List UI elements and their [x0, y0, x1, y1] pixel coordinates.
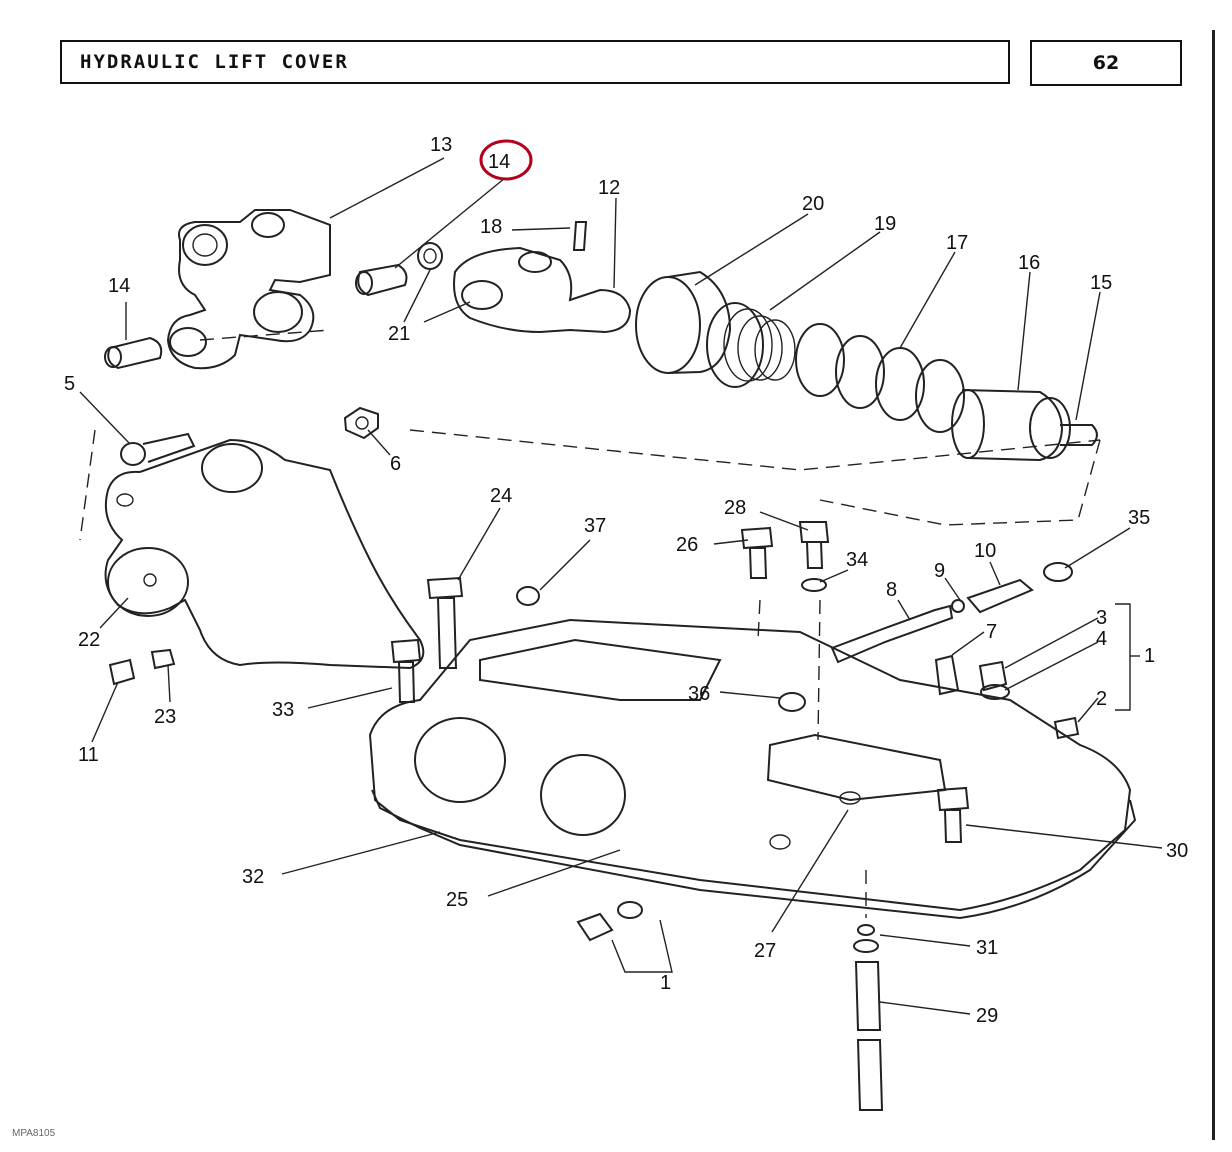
callout-12: 12	[598, 177, 620, 199]
callout-labels: 13 14 12 20 18 19 17 16 15 14 21 5 6 24 …	[64, 134, 1188, 1027]
bolt-part-30	[936, 786, 970, 843]
washer-part-31	[853, 924, 879, 953]
callout-25: 25	[446, 889, 468, 911]
end-cap-part-15	[1029, 397, 1098, 459]
bushing-part-14-upper	[355, 263, 408, 297]
callout-14-highlighted: 14	[488, 151, 510, 173]
bolt-part-24	[426, 576, 464, 669]
callout-16: 16	[1018, 252, 1040, 274]
callout-26: 26	[676, 534, 698, 556]
grub-screw-part-11	[108, 658, 136, 686]
plug-part-2	[1053, 716, 1080, 740]
spring-part-17	[795, 323, 965, 433]
callout-30: 30	[1166, 840, 1188, 862]
callout-34: 34	[846, 549, 868, 571]
gasket-part-32	[371, 789, 1137, 920]
nut-part-6	[343, 406, 379, 440]
callout-6: 6	[390, 453, 401, 475]
lift-cover-housing-part-25	[368, 618, 1132, 912]
lift-shaft-part-12	[453, 246, 632, 334]
bolt-part-26	[740, 526, 774, 579]
callout-29: 29	[976, 1005, 998, 1027]
plug-part-1-lower	[576, 901, 643, 942]
callout-21: 21	[388, 323, 410, 345]
plug-part-3	[978, 660, 1008, 692]
callout-36: 36	[688, 683, 710, 705]
callout-5: 5	[64, 373, 75, 395]
callout-2: 2	[1096, 688, 1107, 710]
callout-7: 7	[986, 621, 997, 643]
rod-part-29	[854, 961, 884, 1111]
callout-13: 13	[430, 134, 452, 156]
callout-24: 24	[490, 485, 512, 507]
washer-part-9	[951, 599, 965, 613]
page-edge-rule	[1212, 30, 1215, 1140]
callout-1-plug: 1	[660, 972, 671, 994]
callout-15: 15	[1090, 272, 1112, 294]
lift-arm-part-22	[104, 438, 425, 670]
lift-arm-part-13	[166, 209, 331, 370]
callout-37: 37	[584, 515, 606, 537]
plug-part-35	[1043, 562, 1073, 582]
callout-27: 27	[754, 940, 776, 962]
callout-9: 9	[934, 560, 945, 582]
pin-part-14	[104, 336, 163, 370]
bushing-part-21	[417, 242, 443, 270]
callout-28: 28	[724, 497, 746, 519]
callout-8: 8	[886, 579, 897, 601]
bolt-part-33	[390, 638, 422, 703]
callout-20: 20	[802, 193, 824, 215]
ring-part-19	[706, 302, 796, 388]
valve-part-8	[830, 604, 954, 664]
leader-lines	[79, 157, 1163, 1015]
callout-33: 33	[272, 699, 294, 721]
group-bracket-1	[611, 603, 1140, 973]
washer-part-4	[980, 684, 1010, 700]
bolt-part-5	[120, 432, 196, 466]
callout-1-group: 1	[1144, 645, 1155, 667]
callout-3: 3	[1096, 607, 1107, 629]
piston-part-20	[635, 270, 732, 374]
callout-14: 14	[108, 275, 130, 297]
washer-part-34	[801, 578, 827, 592]
diagram-title: HYDRAULIC LIFT COVER	[60, 40, 1010, 84]
callout-35: 35	[1128, 507, 1150, 529]
callout-19: 19	[874, 213, 896, 235]
callout-4: 4	[1096, 628, 1107, 650]
highlight-circle	[479, 139, 533, 181]
plug-part-36	[778, 692, 806, 712]
page-number: 62	[1030, 40, 1182, 86]
plug-part-23	[150, 648, 176, 670]
callout-17: 17	[946, 232, 968, 254]
callout-10: 10	[974, 540, 996, 562]
bolt-part-28	[798, 521, 830, 569]
callout-32: 32	[242, 866, 264, 888]
callout-11: 11	[78, 744, 99, 766]
assembly-dash-lines	[79, 329, 1101, 918]
callout-22: 22	[78, 629, 100, 651]
callout-18: 18	[480, 216, 502, 238]
spool-part-10	[966, 578, 1034, 614]
callout-31: 31	[976, 937, 998, 959]
callout-23: 23	[154, 706, 176, 728]
reference-code: MPA8105	[12, 1128, 56, 1139]
roll-pin-part-18	[572, 221, 588, 251]
plug-part-37	[516, 586, 540, 606]
